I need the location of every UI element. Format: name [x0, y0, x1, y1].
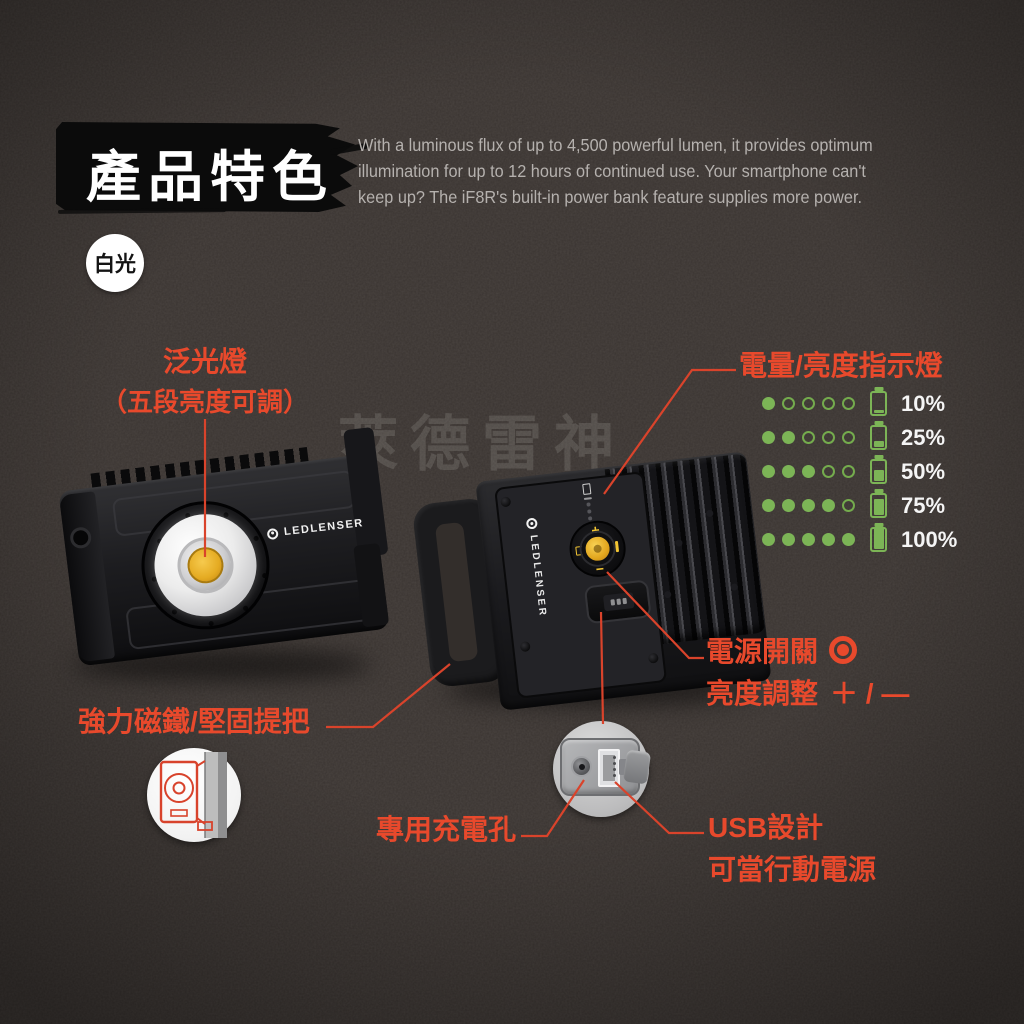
product-front-image: LEDLENSER [43, 420, 406, 699]
power-target-icon [829, 636, 858, 664]
plus-minus-symbols: ＋ / — [830, 678, 910, 709]
battery-percent-label: 100% [901, 526, 958, 552]
white-light-badge: 白光 [86, 234, 144, 292]
led-dot-icon [782, 465, 795, 478]
led-dot-icon [842, 431, 855, 444]
fin-hole [675, 539, 683, 547]
battery-legend-row: 75% [762, 491, 957, 520]
fin-hole [705, 509, 714, 518]
led-marking [583, 497, 592, 500]
dc-jack-icon [571, 756, 592, 777]
led-dot-icon [842, 465, 855, 478]
led-dot-icon [802, 397, 815, 410]
led-dot-icon [782, 397, 795, 410]
rubber-flap [622, 749, 652, 785]
callout-brightness-adjust: 亮度調整 ＋ / — [706, 672, 909, 712]
callout-flood-light: 泛光燈 [162, 346, 247, 377]
description-line: illumination for up to 12 hours of conti… [358, 161, 866, 181]
battery-percent-label: 25% [901, 424, 946, 450]
screw-dot [223, 511, 229, 518]
led-dot-icon [782, 431, 795, 444]
indicator-led [587, 509, 592, 514]
brand-ring-icon [266, 527, 279, 540]
battery-legend-row: 100% [762, 525, 957, 554]
battery-percent-label: 50% [901, 458, 946, 484]
battery-legend-row: 25% [762, 423, 957, 452]
charge-port-cover [583, 579, 652, 625]
battery-legend-row: 10% [762, 389, 957, 418]
description-line: keep up? The iF8R's built-in power bank … [358, 187, 863, 207]
led-dot-icon [822, 397, 835, 410]
led-dot-icon [842, 499, 855, 512]
power-switch-label: 電源開關 [706, 636, 819, 667]
led-dot-icon [842, 397, 855, 410]
led-dots [762, 465, 855, 478]
battery-icon [870, 527, 887, 552]
screw-dot [171, 609, 178, 615]
callout-usb-powerbank: 可當行動電源 [708, 854, 877, 885]
callout-battery-indicator: 電量/亮度指示燈 [739, 350, 943, 381]
fin-hole [663, 590, 672, 599]
battery-icon [870, 425, 887, 450]
led-dot-icon [822, 499, 835, 512]
indicator-led [587, 516, 593, 521]
callout-magnet-handle: 強力磁鐵/堅固提把 [78, 706, 310, 737]
port-cover-plate [602, 592, 635, 612]
brand-ring-icon [525, 517, 538, 530]
power-button [579, 531, 616, 567]
screw-dot [261, 572, 268, 579]
battery-percent-label: 10% [901, 390, 946, 416]
screw-dot [242, 605, 248, 611]
battery-glyph-icon [582, 483, 592, 496]
led-dot-icon [782, 499, 795, 512]
battery-legend-row: 50% [762, 457, 957, 486]
callout-flood-light-sub: （五段亮度可調） [100, 387, 309, 417]
magnet-detail-badge [147, 748, 241, 842]
fin-hole [730, 583, 739, 591]
led-dots [762, 397, 855, 410]
led-dot-icon [802, 431, 815, 444]
led-dot-icon [782, 533, 795, 546]
callout-charge-port: 專用充電孔 [376, 814, 517, 845]
usb-port-icon [598, 749, 620, 787]
battery-icon [870, 459, 887, 484]
led-dot-icon [842, 533, 855, 546]
led-dot-icon [762, 499, 775, 512]
led-dots [762, 431, 855, 444]
led-dot-icon [762, 465, 775, 478]
battery-icon [870, 391, 887, 416]
feature-description: With a luminous flux of up to 4,500 powe… [358, 132, 873, 210]
led-dot-icon [762, 533, 775, 546]
led-dot-icon [802, 499, 815, 512]
page-title: 產品特色 [86, 146, 335, 208]
description-line: With a luminous flux of up to 4,500 powe… [358, 135, 873, 155]
magnet-line-art [159, 752, 227, 838]
charge-port-detail-badge [553, 721, 652, 817]
battery-legend: 10% 25% 50% 75% 100% [762, 389, 957, 554]
led-dot-icon [802, 533, 815, 546]
led-dots [762, 533, 855, 546]
indicator-led [586, 502, 591, 507]
screw-dot [207, 621, 214, 627]
bluetooth-icon [614, 540, 620, 553]
led-dot-icon [802, 465, 815, 478]
callout-usb-design: USB設計 [708, 812, 824, 843]
led-dot-icon [762, 431, 775, 444]
led-dot-icon [822, 533, 835, 546]
battery-percent-label: 75% [901, 492, 946, 518]
callout-power-switch: 電源開關 [706, 630, 858, 670]
brightness-adjust-label: 亮度調整 [706, 678, 819, 709]
led-dots [762, 499, 855, 512]
screw-dot [253, 535, 260, 541]
led-dot-icon [822, 465, 835, 478]
led-dot-icon [762, 397, 775, 410]
led-dot-icon [822, 431, 835, 444]
usb-pins [612, 756, 616, 777]
battery-icon [870, 493, 887, 518]
